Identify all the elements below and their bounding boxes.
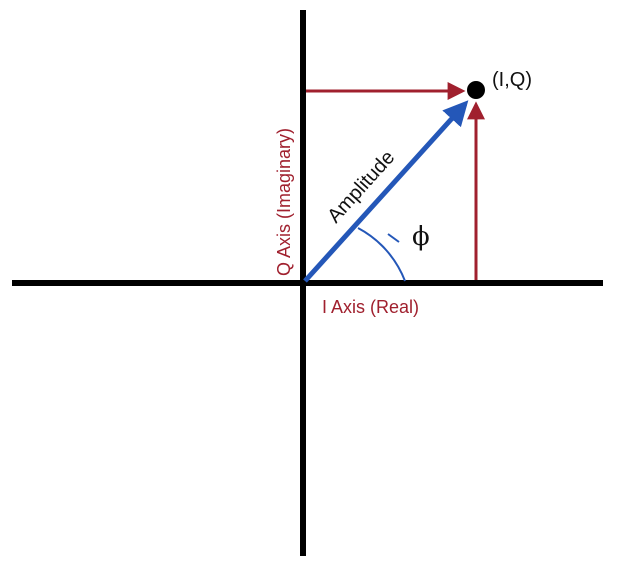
amplitude-vector [303, 100, 469, 283]
q-axis-label: Q Axis (Imaginary) [274, 128, 294, 276]
phase-angle-tick [387, 233, 400, 243]
iq-point [467, 81, 485, 99]
point-label: (I,Q) [492, 69, 532, 91]
phase-label: ϕ [412, 222, 430, 252]
i-axis-label: I Axis (Real) [322, 297, 419, 317]
phase-angle-arc [357, 227, 406, 282]
